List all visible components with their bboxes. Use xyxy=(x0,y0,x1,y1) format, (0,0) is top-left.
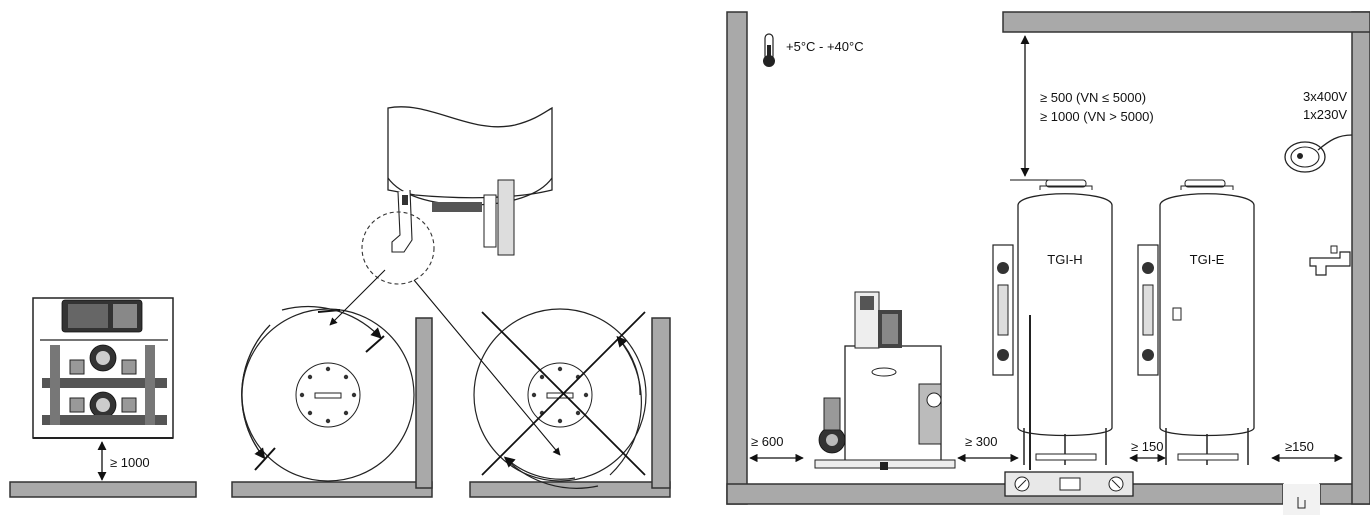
detail-callout-circle xyxy=(361,211,435,285)
vessel-side-detail xyxy=(329,106,561,456)
room-left-wall xyxy=(726,11,748,505)
floor-drain-icon xyxy=(1283,484,1320,515)
vessel-secondary-label: TGI-E xyxy=(1190,252,1225,267)
side-wall xyxy=(651,317,671,489)
panel-correct-orientation xyxy=(231,305,433,498)
panel-front-clearance: ≥ 1000 xyxy=(9,297,197,498)
booster-unit-side-view xyxy=(814,291,956,470)
ceiling-clearance-line2: ≥ 1000 (VN > 5000) xyxy=(1040,109,1154,124)
vessel-secondary xyxy=(1137,179,1255,465)
temperature-range-label: +5°C - +40°C xyxy=(786,39,864,54)
power-supply-line2: 1x230V xyxy=(1303,107,1347,122)
rotation-arrow-icon xyxy=(281,305,382,339)
floor-slab xyxy=(9,481,197,498)
left-wall-clearance-label: ≥ 600 xyxy=(751,434,783,449)
power-cable-icon xyxy=(1284,134,1353,173)
thermometer-icon xyxy=(763,33,775,67)
front-clearance-label: ≥ 1000 xyxy=(110,455,150,470)
room-right-wall xyxy=(1351,11,1370,505)
installation-room: +5°C - +40°C ≥ 500 (VN ≤ 5000) ≥ 1000 (V… xyxy=(726,11,1370,515)
panel-incorrect-orientation xyxy=(469,308,671,498)
room-ceiling xyxy=(1002,11,1370,33)
unit-to-vessel-clearance-label: ≥ 300 xyxy=(965,434,997,449)
floor-slab xyxy=(231,481,433,498)
spirit-level-icon xyxy=(1004,471,1134,497)
vessel-primary xyxy=(992,179,1113,470)
ceiling-clearance-line1: ≥ 500 (VN ≤ 5000) xyxy=(1040,90,1146,105)
booster-unit-front-view xyxy=(32,297,174,439)
right-wall-clearance-label: ≥150 xyxy=(1285,439,1314,454)
vessel-primary-label: TGI-H xyxy=(1047,252,1082,267)
power-supply-line1: 3x400V xyxy=(1303,89,1347,104)
floor-slab xyxy=(469,481,671,498)
water-tap-icon xyxy=(1309,245,1351,276)
vessel-to-vessel-clearance-label: ≥ 150 xyxy=(1131,439,1163,454)
side-wall xyxy=(415,317,433,489)
